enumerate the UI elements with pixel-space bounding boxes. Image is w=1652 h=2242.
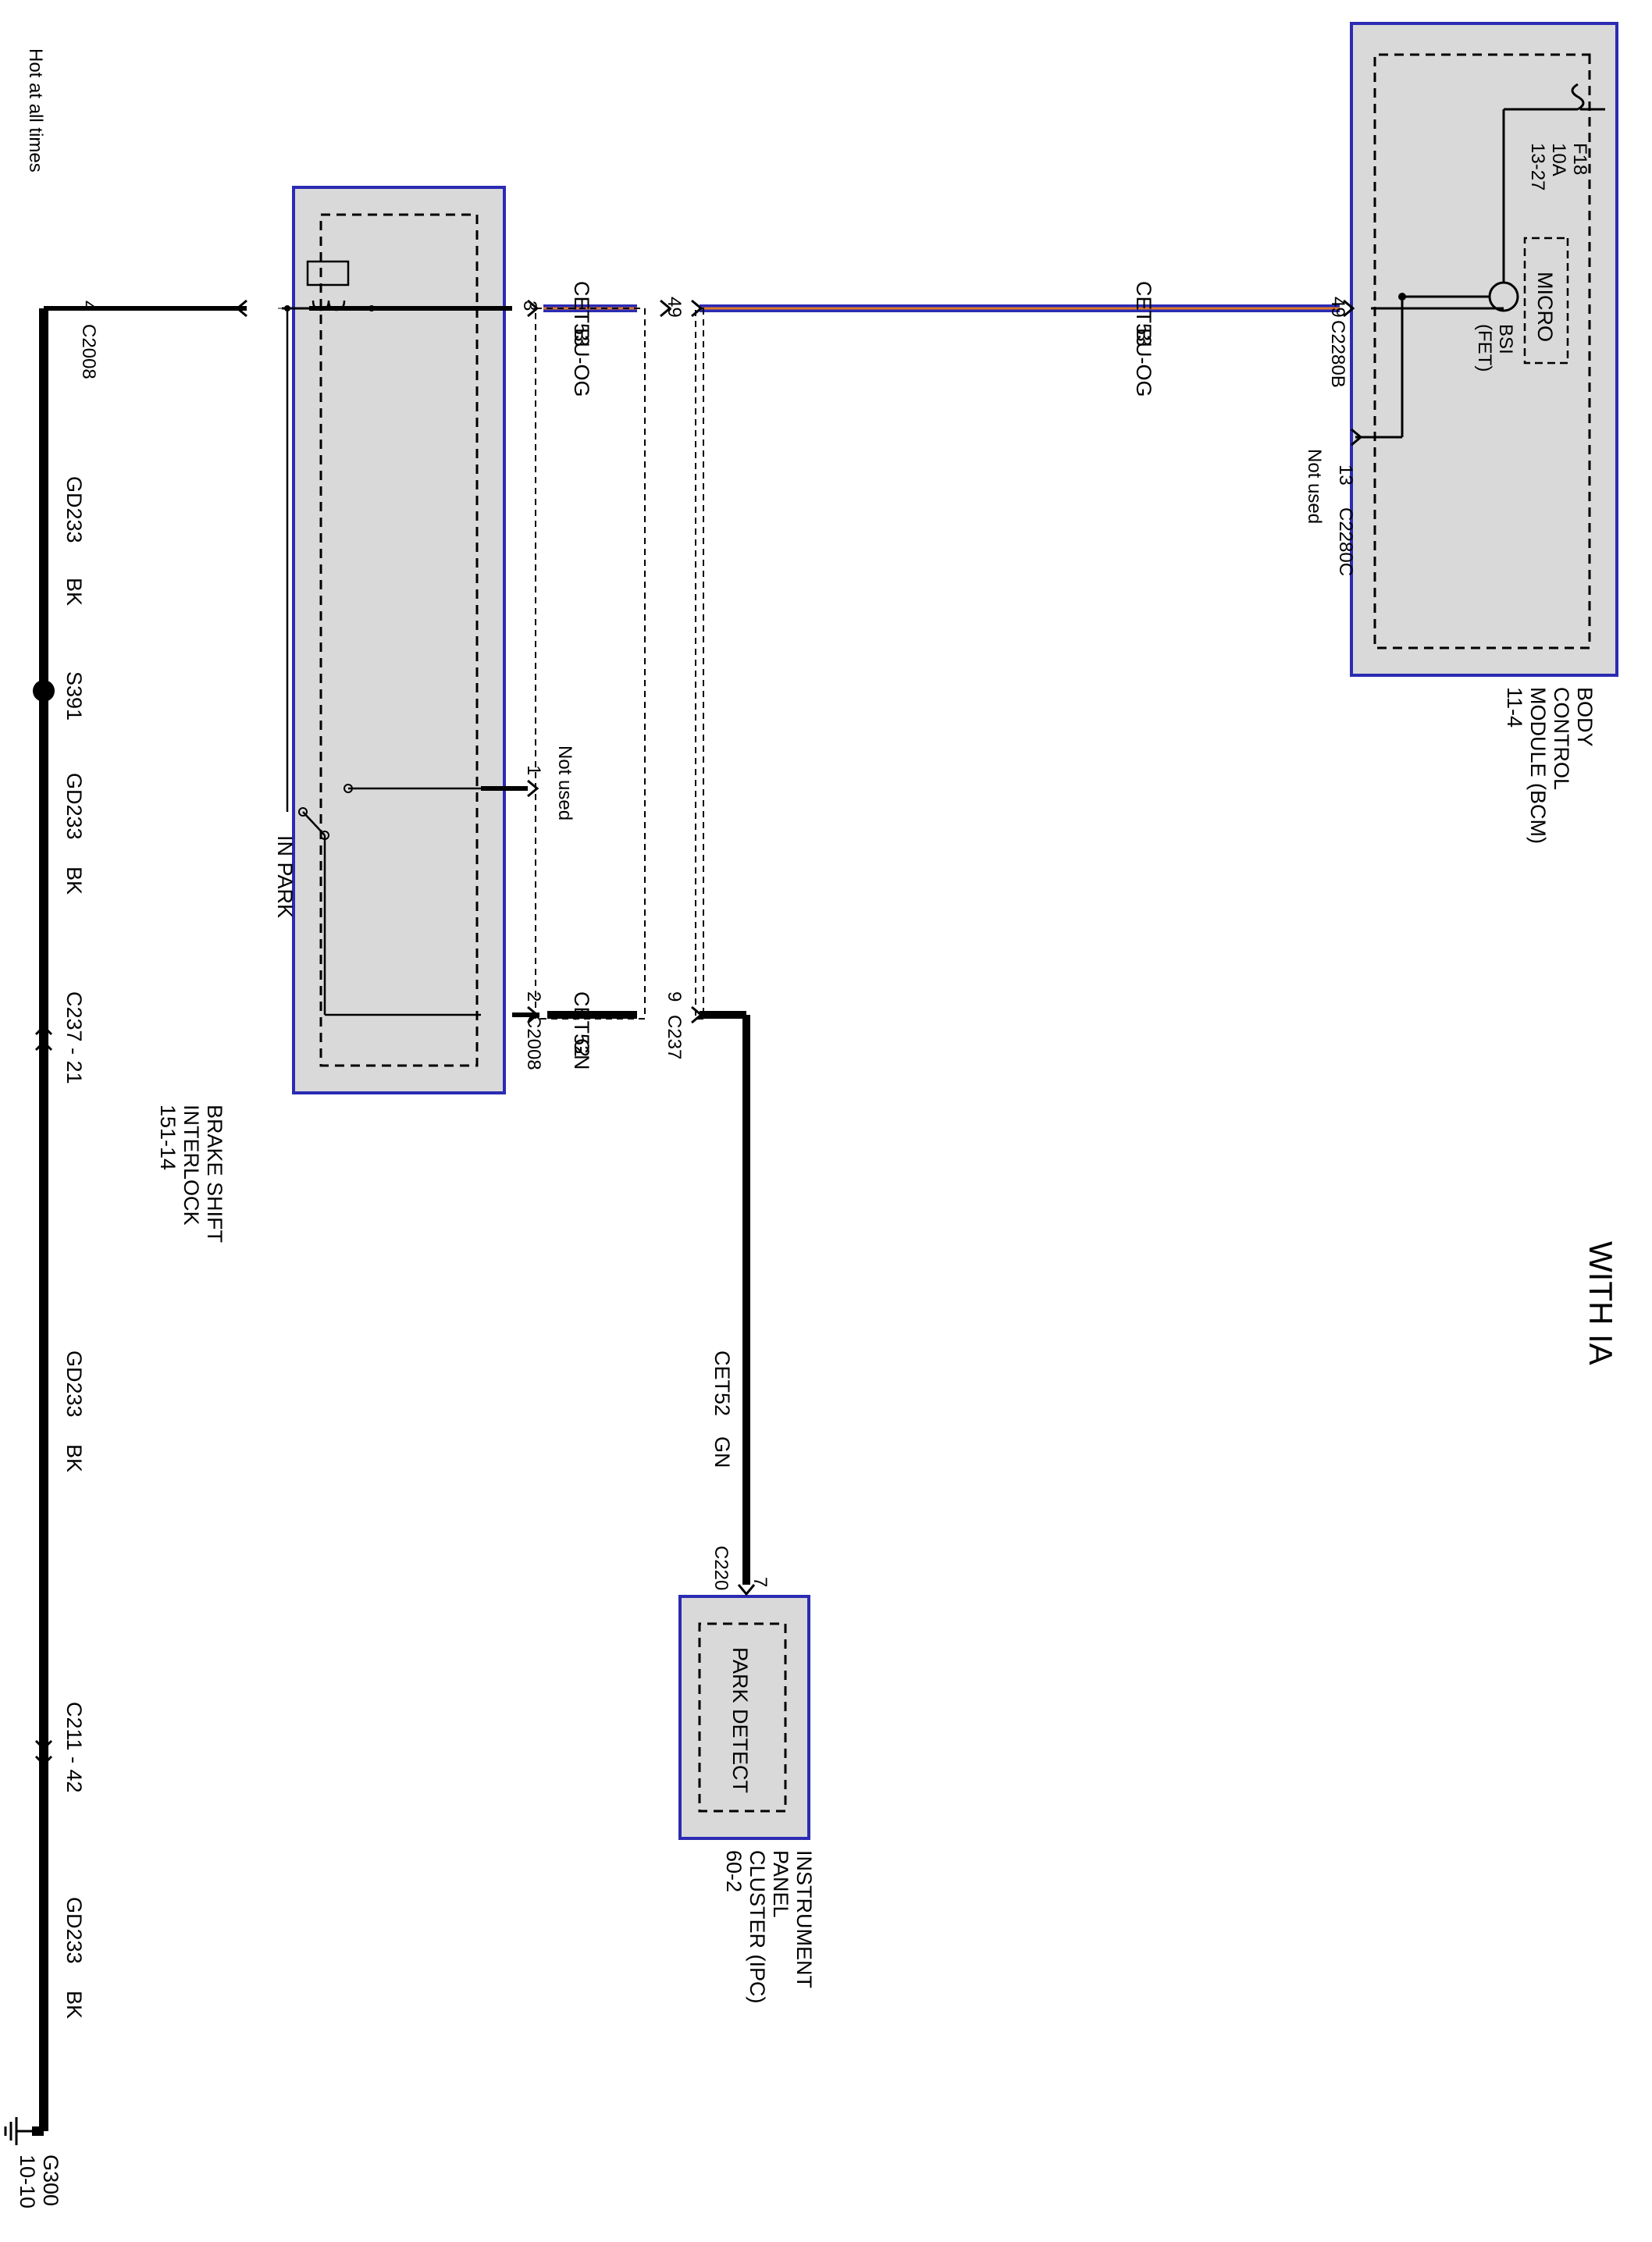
s391-label: S391: [62, 671, 86, 721]
ipc-name-2: PANEL: [769, 1850, 792, 1918]
gd233-c-color: BK: [62, 1444, 86, 1472]
bcm-name-2: CONTROL: [1550, 687, 1573, 790]
gd233-d: GD233: [62, 1897, 86, 1964]
pin-7: 7: [749, 1577, 771, 1587]
micro-label: MICRO: [1533, 272, 1557, 342]
c220-label: C220: [710, 1546, 732, 1590]
bcm-name-4: 11-4: [1503, 687, 1526, 728]
ground-icon: [4, 2117, 32, 2145]
gd233-a-color: BK: [62, 578, 86, 606]
bsi-label-1: BSI: [1495, 324, 1516, 354]
bsi-label-2: (FET): [1474, 324, 1495, 372]
bcm-name-3: MODULE (BCM): [1526, 687, 1550, 844]
pin-3: 3: [519, 301, 540, 311]
g300-label: G300: [39, 2155, 62, 2206]
brake-shift-interlock-module: BRAKE SHIFT INTERLOCK 151-14 IN PARK: [156, 186, 506, 1243]
pin-9: 9: [664, 991, 685, 1002]
c237-label: C237: [664, 1015, 685, 1059]
cet52-color: GN: [570, 1038, 593, 1070]
cet52-vert-color: GN: [710, 1436, 734, 1468]
cet52-vert-circuit: CET52: [710, 1351, 734, 1416]
c2008-top: C2008: [78, 324, 99, 379]
gd233-d-color: BK: [62, 1991, 86, 2019]
bsi-module-name-3: 151-14: [156, 1105, 180, 1170]
ipc-name-3: CLUSTER (IPC): [746, 1850, 769, 2004]
power-label: Hot at all times: [25, 48, 46, 173]
c2280c-label: C2280C: [1335, 507, 1356, 576]
in-park-label: IN PARK: [273, 835, 297, 918]
ipc-name-1: INSTRUMENT: [792, 1850, 816, 1988]
wire-cet52: [512, 1011, 750, 1585]
pin-1: 1: [523, 765, 544, 775]
fuse-label-1: F18: [1569, 143, 1590, 175]
g300-ref: 10-10: [16, 2155, 39, 2208]
gd233-c: GD233: [62, 1351, 86, 1418]
splice-s391-dot: [33, 680, 55, 702]
pin-2: 2: [523, 991, 544, 1002]
pin-49-left: 49: [664, 297, 685, 318]
pin-49-right: 49: [1327, 297, 1348, 318]
ipc-name-4: 60-2: [722, 1850, 746, 1892]
gd233-a: GD233: [62, 476, 86, 543]
c2280c-not-used: Not used: [1304, 449, 1325, 524]
connector-c237-outline: [695, 308, 704, 1020]
c2008-bottom: C2008: [523, 1015, 544, 1070]
pin-13: 13: [1335, 464, 1356, 486]
park-detect-label: PARK DETECT: [728, 1647, 752, 1793]
ipc-module: PARK DETECT INSTRUMENT PANEL CLUSTER (IP…: [678, 1595, 816, 2004]
wire-gd233: [32, 306, 130, 2136]
cet53-right-color: BU-OG: [1132, 328, 1155, 397]
cet53-left-circuit: CET53: [570, 281, 593, 347]
c2280b-label: C2280B: [1327, 320, 1348, 388]
c211-42-label: C211 - 42: [62, 1702, 86, 1793]
connector-c2008-outline: [535, 308, 646, 1020]
fuse-icon: [1571, 83, 1585, 111]
bcm-module: BODY CONTROL MODULE (BCM) 11-4 MICRO F18…: [1350, 22, 1618, 844]
bsi-module-name-1: BRAKE SHIFT: [203, 1105, 226, 1243]
gd233-b: GD233: [62, 773, 86, 840]
pin1-not-used: Not used: [554, 746, 575, 820]
diagram-title: WITH IA: [1583, 1241, 1619, 1365]
resistor-icon: [306, 260, 350, 286]
cet52-circuit: CET52: [570, 991, 593, 1057]
connector-arrows: [34, 299, 1363, 1767]
bcm-name-1: BODY: [1573, 687, 1597, 747]
pin-4: 4: [78, 301, 99, 311]
fuse-label-2: 10A: [1548, 143, 1569, 176]
bsi-module-name-2: INTERLOCK: [180, 1105, 203, 1226]
c237-21-label: C237 - 21: [62, 991, 86, 1084]
cet53-left-color: BU-OG: [570, 328, 593, 397]
gd233-b-color: BK: [62, 867, 86, 895]
cet53-right-circuit: CET53: [1132, 281, 1155, 347]
fuse-label-3: 13-27: [1527, 143, 1548, 190]
